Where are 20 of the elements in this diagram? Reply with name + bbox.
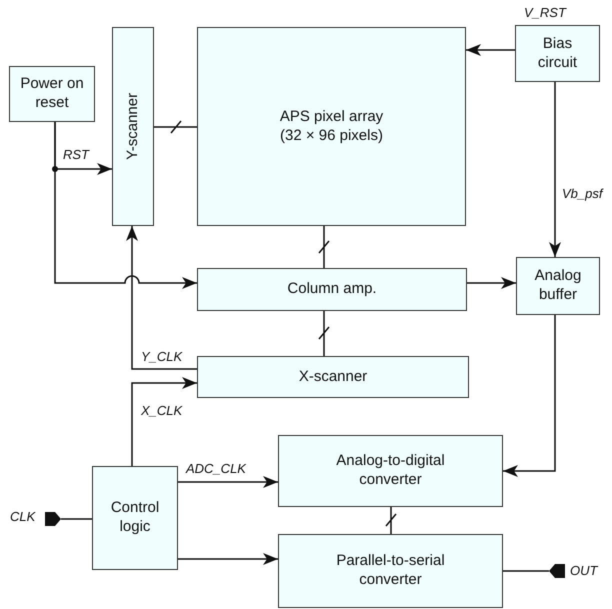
edge-label: V_RST <box>523 6 567 20</box>
process-box: Control logic <box>92 466 178 570</box>
output-port-symbol <box>549 564 565 578</box>
process-box: Bias circuit <box>515 25 600 82</box>
process-box: Power on reset <box>9 66 95 122</box>
edge-label: Y_CLK <box>140 350 184 364</box>
input-port-symbol <box>45 512 61 526</box>
process-box: X-scanner <box>197 356 469 398</box>
edge-label: X_CLK <box>140 404 184 418</box>
port-label: CLK <box>10 510 36 524</box>
process-box: Parallel-to-serial converter <box>278 534 503 608</box>
process-box: Analog-to-digital converter <box>278 435 503 507</box>
edge-label: RST <box>62 148 90 162</box>
process-box: Column amp. <box>197 268 467 311</box>
process-box: Y-scanner <box>112 27 154 226</box>
edge-label: Vb_psf <box>561 187 604 202</box>
edge-label: ADC_CLK <box>185 462 247 476</box>
process-box: Analog buffer <box>516 257 600 315</box>
process-box: APS pixel array (32 × 96 pixels) <box>197 27 466 226</box>
port-label: OUT <box>570 564 598 578</box>
